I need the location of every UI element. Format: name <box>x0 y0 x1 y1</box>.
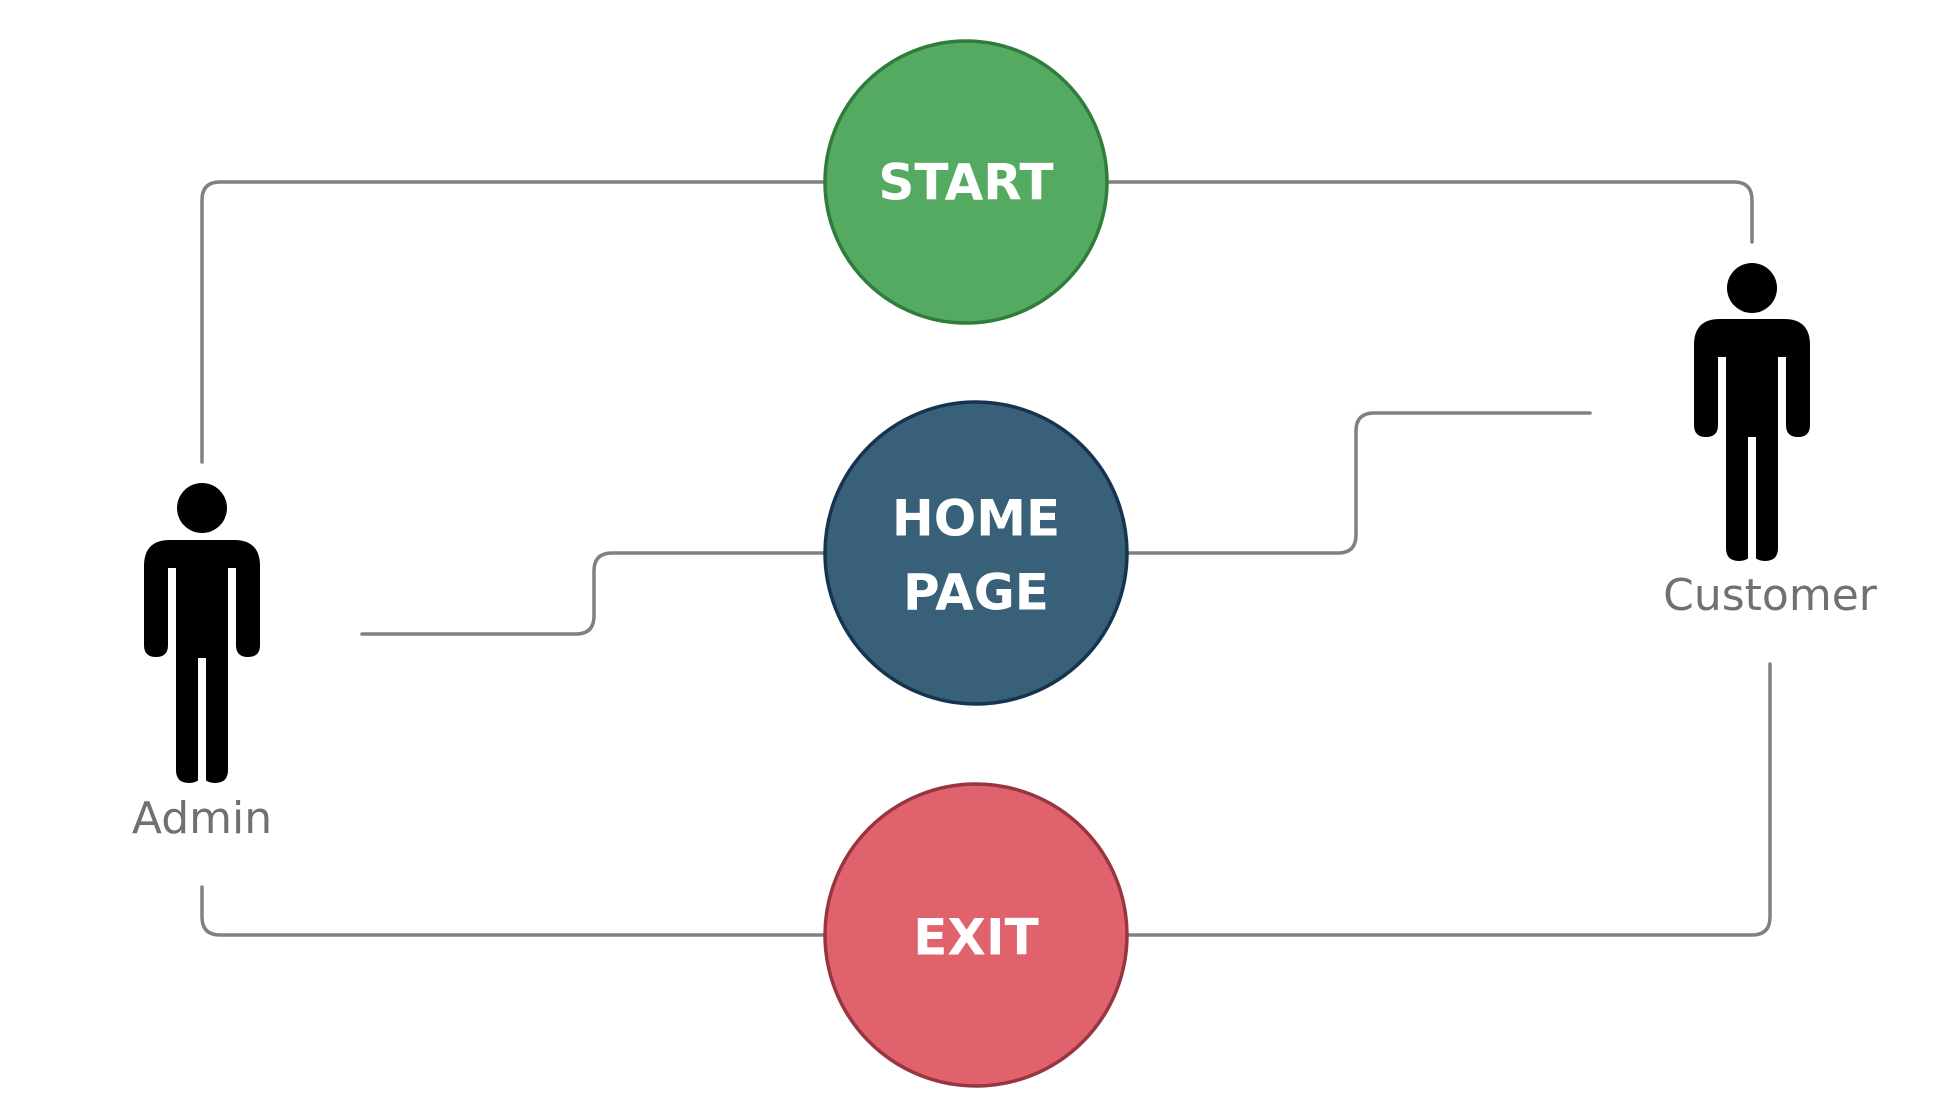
actor-admin[interactable]: Admin <box>132 483 272 844</box>
connector-admin-homepage <box>360 551 826 636</box>
person-icon <box>1694 263 1810 561</box>
person-icon <box>144 483 260 783</box>
use-case-home-page[interactable]: HOME PAGE <box>823 400 1129 706</box>
connectors <box>200 180 1772 937</box>
use-case-exit-label: EXIT <box>913 909 1038 967</box>
connector-exit-customer <box>1124 662 1772 937</box>
use-case-home-page-label-line-2: PAGE <box>903 564 1049 622</box>
connector-homepage-customer <box>1124 411 1592 555</box>
use-case-start-circle <box>823 39 1109 325</box>
use-case-start[interactable]: START <box>823 39 1109 325</box>
actor-customer-label: Customer <box>1663 570 1878 621</box>
connector-start-customer <box>1104 180 1754 244</box>
use-case-start-label: START <box>878 154 1053 212</box>
actor-customer[interactable]: Customer <box>1663 263 1878 621</box>
connector-admin-exit <box>200 885 826 937</box>
use-case-exit[interactable]: EXIT <box>823 782 1129 1088</box>
actor-admin-label: Admin <box>132 793 272 844</box>
use-case-home-page-label-line-1: HOME <box>892 490 1060 548</box>
use-case-home-page-circle <box>823 400 1129 706</box>
use-case-exit-circle <box>823 782 1129 1088</box>
connector-admin-start <box>200 180 826 464</box>
